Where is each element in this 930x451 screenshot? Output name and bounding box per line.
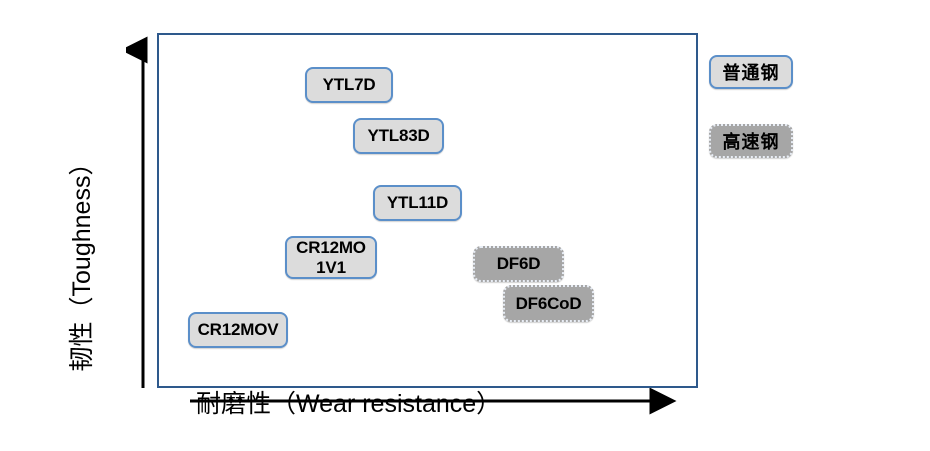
node-ytl7d-label: YTL7D <box>322 75 376 95</box>
node-ytl83d-label: YTL83D <box>367 126 430 146</box>
y-axis-arrow <box>126 36 148 388</box>
node-cr12mo1v1-label-line2: 1V1 <box>316 257 346 277</box>
node-df6d[interactable]: DF6D <box>473 246 564 282</box>
legend-item-ordinary-steel-label: 普通钢 <box>722 63 780 83</box>
node-df6cod[interactable]: DF6CoD <box>503 285 594 322</box>
legend-item-high-speed-steel[interactable]: 高速钢 <box>709 124 793 158</box>
node-df6cod-label: DF6CoD <box>515 293 582 313</box>
node-ytl11d-label: YTL11D <box>386 193 449 213</box>
legend-item-ordinary-steel[interactable]: 普通钢 <box>709 55 793 89</box>
node-cr12mov[interactable]: CR12MOV <box>188 312 288 348</box>
node-df6d-label: DF6D <box>496 254 541 274</box>
x-axis-arrow <box>190 387 677 415</box>
legend-item-high-speed-steel-label: 高速钢 <box>722 132 780 152</box>
node-ytl11d[interactable]: YTL11D <box>373 185 462 221</box>
node-ytl7d[interactable]: YTL7D <box>305 67 393 103</box>
x-axis-title: 耐磨性（Wear resistance） <box>196 390 502 418</box>
node-cr12mov-label: CR12MOV <box>197 320 279 340</box>
node-ytl83d[interactable]: YTL83D <box>353 118 444 154</box>
y-axis-title: 韧性（Toughness） <box>68 150 96 372</box>
node-cr12mo1v1[interactable]: CR12MO 1V1 <box>285 236 377 279</box>
node-cr12mo1v1-label-line1: CR12MO <box>296 238 366 258</box>
